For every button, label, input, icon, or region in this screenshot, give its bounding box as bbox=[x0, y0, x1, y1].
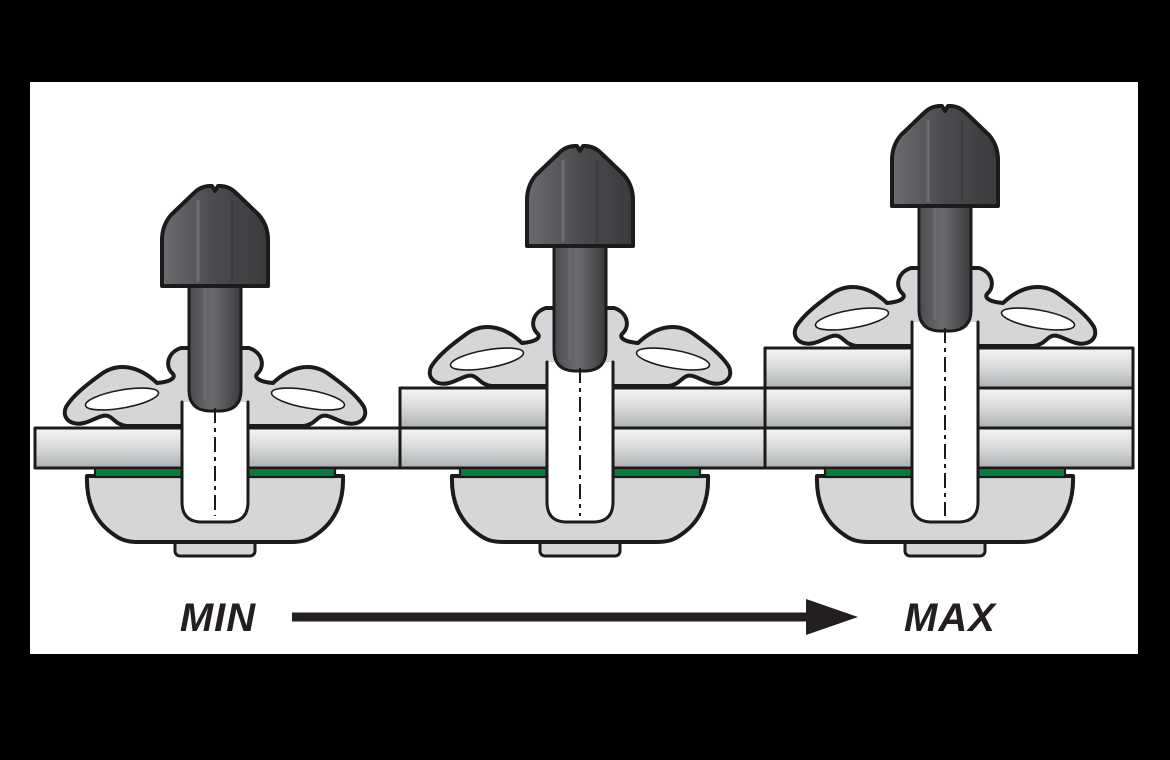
gasket-right bbox=[611, 466, 702, 479]
max-label: MAX bbox=[904, 596, 997, 640]
arrow-head-icon bbox=[806, 599, 858, 635]
sleeve-bore bbox=[545, 360, 615, 524]
rivet-mid-grip bbox=[427, 144, 733, 558]
gasket-left bbox=[458, 466, 549, 479]
rivet-max-grip bbox=[792, 104, 1098, 558]
rivet-min-grip bbox=[62, 184, 368, 558]
gasket-left bbox=[93, 466, 184, 479]
gasket-left bbox=[823, 466, 914, 479]
sleeve-bore bbox=[180, 400, 250, 524]
gasket-right bbox=[976, 466, 1067, 479]
gasket-right bbox=[246, 466, 337, 479]
min-to-max-arrow bbox=[292, 599, 858, 635]
min-label: MIN bbox=[180, 596, 256, 640]
